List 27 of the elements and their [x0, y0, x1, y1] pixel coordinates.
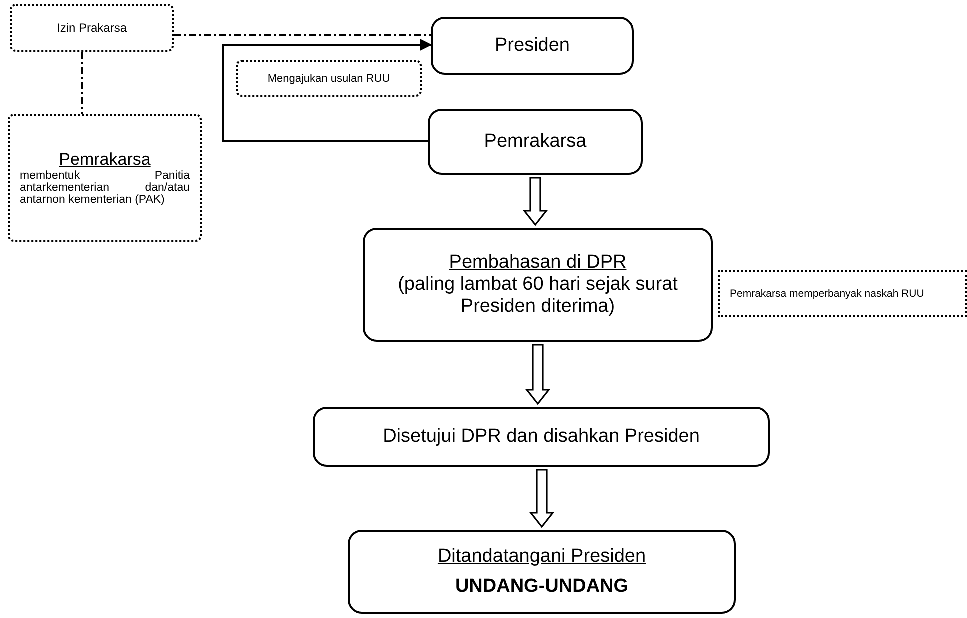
box-label: Mengajukan usulan RUU [268, 72, 390, 84]
note-text: membentuk Panitia antarkementerian dan/atau antarnon kementerian (PAK) [20, 170, 190, 206]
block-arrow [529, 469, 555, 528]
box-text: UNDANG-UNDANG [455, 576, 629, 598]
box-label: Pemrakarsa memperbanyak naskah RUU [730, 288, 926, 300]
box-heading: Pembahasan di DPR [449, 252, 627, 274]
connector-line [81, 52, 83, 114]
box-label: Disetujui DPR dan disahkan Presiden [383, 426, 700, 448]
process-box [431, 17, 634, 75]
process-box [348, 530, 736, 614]
box-label: Pemrakarsa [484, 131, 587, 153]
note-box [10, 4, 174, 52]
note-box [236, 60, 422, 97]
box-label: Presiden [495, 35, 570, 57]
block-arrow [522, 177, 548, 226]
block-arrow [525, 344, 551, 406]
arrow [222, 39, 432, 142]
note-box [718, 270, 967, 317]
process-box [313, 407, 770, 467]
note-box [8, 114, 202, 242]
process-box [428, 109, 643, 175]
note-heading: Pemrakarsa [59, 150, 151, 170]
connector-line [174, 34, 431, 36]
box-text: (paling lambat 60 hari sejak surat Presiden diterima) [397, 274, 679, 318]
box-heading: Ditandatangani Presiden [438, 546, 646, 568]
box-label: Izin Prakarsa [56, 21, 128, 35]
process-box [363, 228, 713, 342]
